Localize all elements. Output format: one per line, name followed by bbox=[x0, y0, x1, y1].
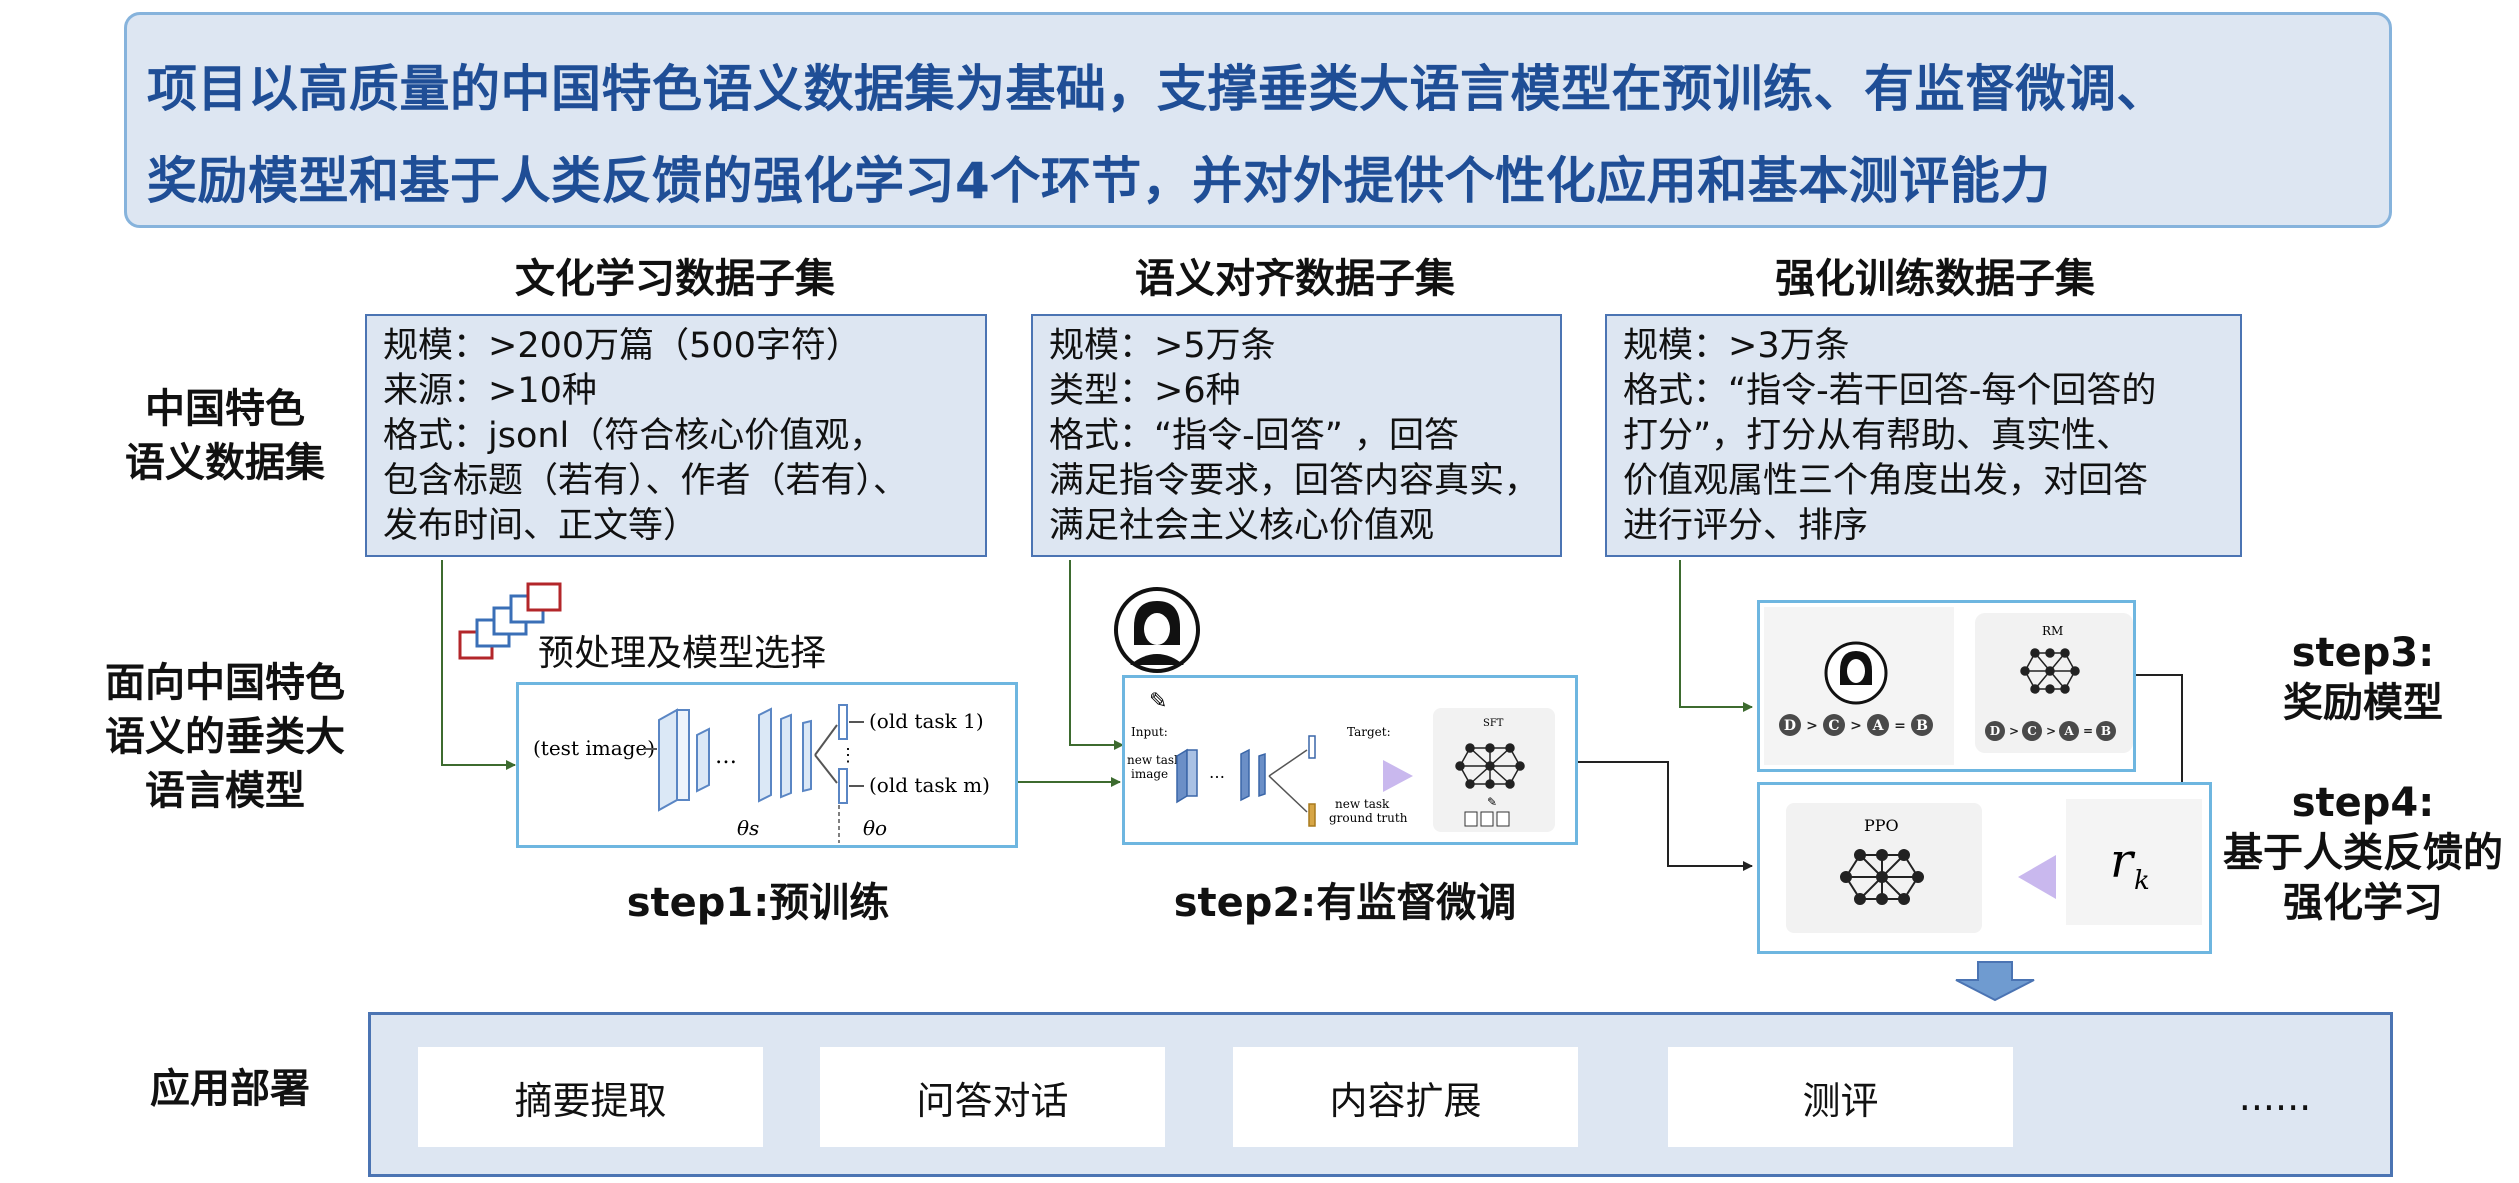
sft-network-icon bbox=[1455, 743, 1525, 789]
app-item-eval: 测评 bbox=[1668, 1047, 2013, 1147]
row-label-deploy: 应用部署 bbox=[150, 1066, 310, 1112]
svg-text:✎: ✎ bbox=[1487, 795, 1497, 809]
rm-network-icon bbox=[2020, 648, 2080, 694]
step4-label: step4: 基于人类反馈的 强化学习 bbox=[2223, 780, 2503, 926]
svg-text:=: = bbox=[2083, 724, 2093, 738]
step3-label: step3: 奖励模型 bbox=[2283, 630, 2443, 726]
headline-line-1: 项目以高质量的中国特色语义数据集为基础，支撑垂类大语言模型在预训练、有监督微调、 bbox=[147, 60, 2167, 118]
row-label-model: 面向中国特色 语义的垂类大 语言模型 bbox=[105, 660, 345, 814]
svg-text:…: … bbox=[1209, 763, 1225, 782]
arrow-sft-to-ppo bbox=[1578, 761, 1753, 871]
svg-text:B: B bbox=[2101, 724, 2111, 738]
headline-line-2: 奖励模型和基于人类反馈的强化学习4个环节，并对外提供个性化应用和基本测评能力 bbox=[147, 152, 2051, 210]
svg-text:(old task 1): (old task 1) bbox=[869, 709, 984, 733]
svg-text:PPO: PPO bbox=[1864, 816, 1899, 835]
svg-text:(old task m): (old task m) bbox=[869, 773, 990, 797]
app-item-more: ...... bbox=[2238, 1075, 2312, 1119]
svg-text:>: > bbox=[1806, 718, 1818, 734]
subset-title-reinforcement: 强化训练数据子集 bbox=[1775, 256, 2095, 302]
pencil-icon: ✎ bbox=[1149, 689, 1167, 714]
ppo-diagram: PPO r k bbox=[1786, 799, 2202, 933]
svg-text:>: > bbox=[2009, 724, 2019, 738]
app-item-qa: 问答对话 bbox=[820, 1047, 1165, 1147]
svg-text:D: D bbox=[1990, 724, 2000, 738]
rm-panel: D > C > A = B RM D > C > A = B bbox=[1757, 600, 2136, 772]
stacked-layers-icon bbox=[458, 582, 562, 660]
svg-text:A: A bbox=[1872, 718, 1885, 734]
svg-text:new task: new task bbox=[1335, 797, 1390, 811]
subset-box-reinforcement: 规模：>3万条 格式：“指令-若干回答-每个回答的 打分”，打分从有帮助、真实性… bbox=[1605, 314, 2242, 557]
arrow-subset1-to-pretrain bbox=[441, 560, 516, 770]
svg-text:θo: θo bbox=[863, 816, 887, 840]
svg-text:Target:: Target: bbox=[1347, 725, 1391, 739]
arrow-subset2-to-sft bbox=[1069, 560, 1124, 750]
svg-text:C: C bbox=[2027, 724, 2037, 738]
svg-text:SFT: SFT bbox=[1483, 718, 1504, 729]
sft-figure: ✎ Input: new task image … Target: new ta… bbox=[1122, 675, 1578, 845]
svg-text:r: r bbox=[2110, 833, 2136, 889]
sft-network-diagram: ✎ Input: new task image … Target: new ta… bbox=[1127, 689, 1555, 832]
svg-text:A: A bbox=[2063, 724, 2074, 738]
svg-text:θs: θs bbox=[737, 816, 759, 840]
subset-box-culture: 规模：>200万篇（500字符） 来源：>10种 格式：jsonl（符合核心价值… bbox=[365, 314, 987, 557]
svg-text:ground truth: ground truth bbox=[1329, 811, 1408, 825]
ppo-panel: PPO r k bbox=[1757, 782, 2212, 954]
subset-title-alignment: 语义对齐数据子集 bbox=[1135, 256, 1455, 302]
svg-text:>: > bbox=[1850, 718, 1862, 734]
arrow-subset3-to-rm bbox=[1679, 560, 1753, 712]
svg-text:>: > bbox=[2046, 724, 2056, 738]
pretrain-figure: (test image) … ⋮ (old task 1) (old task … bbox=[516, 682, 1018, 848]
svg-text:(test image): (test image) bbox=[533, 736, 655, 760]
svg-text:B: B bbox=[1916, 718, 1928, 734]
rm-diagram: D > C > A = B RM D > C > A = B bbox=[1764, 607, 2133, 765]
svg-text:D: D bbox=[1784, 718, 1796, 734]
ppo-network-icon bbox=[1840, 849, 1924, 905]
svg-text:Input:: Input: bbox=[1131, 725, 1168, 739]
svg-text:⋮: ⋮ bbox=[839, 745, 857, 766]
row-label-dataset: 中国特色 语义数据集 bbox=[125, 386, 325, 486]
svg-text:image: image bbox=[1131, 767, 1168, 781]
svg-text:…: … bbox=[715, 744, 737, 769]
svg-text:C: C bbox=[1828, 718, 1839, 734]
svg-text:=: = bbox=[1894, 718, 1906, 734]
svg-text:RM: RM bbox=[2042, 624, 2063, 638]
headline-banner: 项目以高质量的中国特色语义数据集为基础，支撑垂类大语言模型在预训练、有监督微调、… bbox=[124, 12, 2392, 228]
svg-text:new task: new task bbox=[1127, 753, 1182, 767]
person-icon bbox=[1114, 587, 1200, 673]
subset-title-culture: 文化学习数据子集 bbox=[515, 256, 835, 302]
app-item-summary: 摘要提取 bbox=[418, 1047, 763, 1147]
step2-label: step2:有监督微调 bbox=[1173, 880, 1517, 926]
step1-label: step1:预训练 bbox=[626, 880, 890, 926]
document-icons bbox=[1464, 811, 1510, 827]
feedback-arrow bbox=[2018, 855, 2056, 899]
app-item-expansion: 内容扩展 bbox=[1233, 1047, 1578, 1147]
svg-text:k: k bbox=[2134, 866, 2150, 896]
down-arrow bbox=[1955, 961, 2035, 1002]
subset-box-alignment: 规模：>5万条 类型：>6种 格式：“指令-回答” ，回答 满足指令要求，回答内… bbox=[1031, 314, 1562, 557]
preprocess-label: 预处理及模型选择 bbox=[538, 633, 827, 674]
pretrain-network-diagram: (test image) … ⋮ (old task 1) (old task … bbox=[533, 704, 990, 843]
